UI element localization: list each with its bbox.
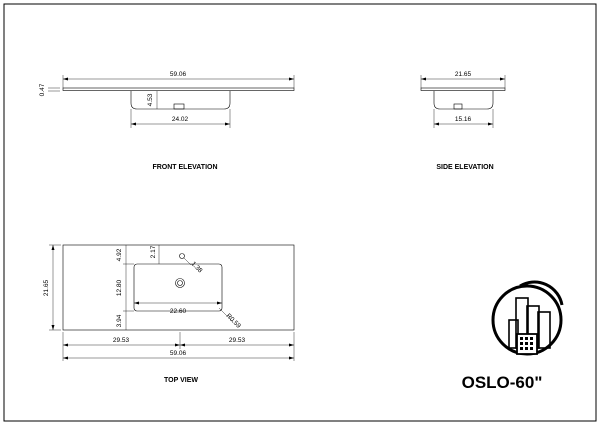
side-countertop-slab (420, 87, 506, 91)
top-countertop-outline (62, 244, 295, 331)
top-faucet-offset-label: 2.17 (150, 245, 157, 258)
top-drain-outer (175, 278, 185, 288)
front-elevation-view: 59.06 0.47 4.53 24.02 FRONT ELEVATION (39, 71, 295, 171)
top-view-title: TOP VIEW (164, 377, 198, 384)
top-upper-offset-label: 4.92 (116, 248, 123, 261)
top-faucet-hole-label: 1.38 (190, 260, 204, 274)
front-bowl-outline (130, 91, 231, 110)
top-bowl-length-label: 12.80 (116, 279, 123, 296)
front-elevation-title: FRONT ELEVATION (152, 164, 217, 171)
side-bowl-outline (433, 91, 494, 110)
side-overall-depth-label: 21.65 (455, 71, 472, 78)
top-left-span-label: 29.53 (113, 337, 130, 344)
top-depth-label: 21.65 (43, 279, 50, 296)
top-overall-width-label: 59.06 (170, 350, 187, 357)
side-elevation-title: SIDE ELEVATION (436, 164, 493, 171)
top-bowl-outline (133, 263, 223, 312)
front-overall-width-label: 59.06 (170, 71, 187, 78)
product-name-title: OSLO-60" (462, 373, 543, 392)
front-bowl-depth-label: 4.53 (147, 93, 154, 106)
top-bowl-width-label: 22.60 (170, 308, 187, 315)
top-corner-radius-label: R0.59 (225, 312, 242, 329)
top-right-span-label: 29.53 (229, 337, 246, 344)
sheet-border (3, 3, 597, 422)
front-countertop-slab (62, 87, 295, 91)
side-bowl-depth-label: 15.16 (455, 116, 472, 123)
side-drain (453, 103, 463, 110)
top-faucet-hole (179, 253, 185, 259)
front-thickness-label: 0.47 (39, 83, 46, 96)
front-bowl-width-label: 24.02 (172, 116, 189, 123)
top-view: 21.65 4.92 12.80 3.94 2.17 1.38 22.60 R0… (43, 244, 295, 384)
side-elevation-view: 21.65 15.16 SIDE ELEVATION (420, 71, 506, 171)
front-drain (173, 103, 185, 110)
city-building-logo-icon (491, 280, 564, 356)
top-drain-inner (177, 280, 183, 286)
top-lower-offset-label: 3.94 (116, 314, 123, 327)
